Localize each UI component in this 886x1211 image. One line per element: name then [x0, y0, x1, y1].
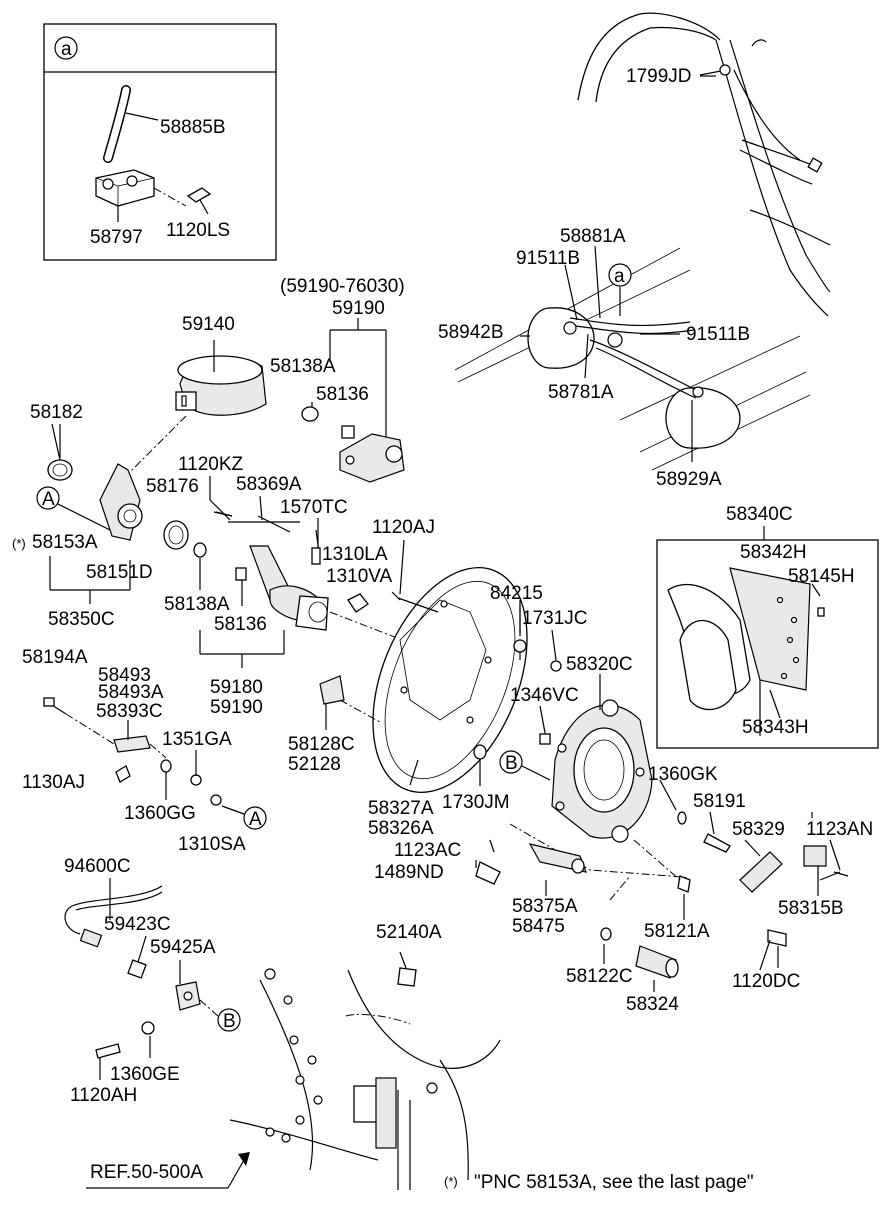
label-1346VC[interactable]: 1346VC	[510, 685, 579, 706]
label-94600C[interactable]: 94600C	[64, 856, 131, 877]
label-59190-76030[interactable]: (59190-76030)	[280, 276, 405, 297]
label-1310SA[interactable]: 1310SA	[178, 834, 246, 855]
label-58881A[interactable]: 58881A	[560, 226, 626, 247]
slack-adjuster: A	[36, 424, 189, 604]
label-58885B[interactable]: 58885B	[160, 117, 226, 138]
label-58138A-top[interactable]: 58138A	[270, 356, 336, 377]
label-58191[interactable]: 58191	[693, 791, 746, 812]
callout-B-lower: B	[223, 1011, 236, 1032]
label-58493A[interactable]: 58493A	[98, 682, 164, 703]
footnote-text: "PNC 58153A, see the last page"	[474, 1172, 754, 1193]
callout-B-mid: B	[505, 753, 518, 774]
label-1360GK[interactable]: 1360GK	[648, 764, 718, 785]
dust-shield	[319, 567, 528, 793]
label-58138A-mid[interactable]: 58138A	[164, 594, 230, 615]
label-1360GG[interactable]: 1360GG	[124, 803, 196, 824]
label-58326A[interactable]: 58326A	[368, 818, 434, 839]
label-58194A[interactable]: 58194A	[22, 647, 88, 668]
star-marker: (*)	[12, 536, 26, 551]
label-58493[interactable]: 58493	[98, 665, 151, 686]
label-58315B[interactable]: 58315B	[778, 898, 844, 919]
brake-spider: B	[391, 591, 687, 843]
label-84215[interactable]: 84215	[490, 583, 543, 604]
label-59180[interactable]: 59180	[210, 677, 263, 698]
part-labels: 58885B 58797 1120LS 1799JD 58881A 91511B…	[12, 66, 873, 1193]
ref-label[interactable]: REF.50-500A	[90, 1162, 203, 1183]
abs-sensor: B	[64, 885, 241, 1080]
lower-hardware	[475, 823, 849, 979]
label-58122C[interactable]: 58122C	[566, 966, 633, 987]
label-58475[interactable]: 58475	[512, 916, 565, 937]
cam-bracket	[193, 318, 481, 671]
label-58153A[interactable]: 58153A	[32, 532, 98, 553]
label-1360GE[interactable]: 1360GE	[110, 1064, 180, 1085]
label-59140[interactable]: 59140	[182, 314, 235, 335]
label-58128C[interactable]: 58128C	[288, 734, 355, 755]
label-58324[interactable]: 58324	[626, 994, 679, 1015]
label-58350C[interactable]: 58350C	[48, 609, 115, 630]
label-1310LA[interactable]: 1310LA	[322, 544, 388, 565]
axle-housing	[229, 951, 501, 1190]
inset-detail-a: a	[43, 23, 277, 261]
inset-callout-a: a	[61, 39, 72, 60]
label-58176[interactable]: 58176	[146, 476, 199, 497]
leader-lines	[51, 75, 841, 992]
label-1310VA[interactable]: 1310VA	[326, 566, 393, 587]
label-58320C[interactable]: 58320C	[566, 654, 633, 675]
label-58136-mid[interactable]: 58136	[214, 614, 267, 635]
label-1120AH[interactable]: 1120AH	[70, 1085, 137, 1106]
label-58151D[interactable]: 58151D	[86, 562, 153, 583]
label-91511B-b[interactable]: 91511B	[686, 324, 750, 345]
label-1489ND[interactable]: 1489ND	[374, 862, 444, 883]
label-58393C[interactable]: 58393C	[96, 701, 163, 722]
label-1351GA[interactable]: 1351GA	[162, 729, 232, 750]
label-1120KZ[interactable]: 1120KZ	[178, 454, 244, 475]
label-58327A[interactable]: 58327A	[368, 798, 434, 819]
label-52140A[interactable]: 52140A	[376, 922, 442, 943]
label-1120LS[interactable]: 1120LS	[166, 220, 230, 241]
label-59423C[interactable]: 59423C	[104, 914, 171, 935]
label-58942B[interactable]: 58942B	[438, 322, 504, 343]
label-91511B-a[interactable]: 91511B	[516, 248, 580, 269]
label-1120DC[interactable]: 1120DC	[732, 971, 800, 992]
callout-A-left: A	[42, 489, 55, 510]
label-58136-top[interactable]: 58136	[316, 384, 369, 405]
label-58145H[interactable]: 58145H	[788, 566, 855, 587]
label-58375A[interactable]: 58375A	[512, 896, 578, 917]
label-59190-top[interactable]: 59190	[332, 298, 385, 319]
label-59425A[interactable]: 59425A	[150, 937, 216, 958]
label-58369A[interactable]: 58369A	[236, 474, 302, 495]
label-1123AC[interactable]: 1123AC	[394, 840, 461, 861]
label-58929A[interactable]: 58929A	[656, 469, 722, 490]
label-58329[interactable]: 58329	[732, 819, 785, 840]
label-1799JD[interactable]: 1799JD	[626, 66, 692, 87]
brake-chamber-area: a	[454, 245, 811, 471]
lower-left-parts: A	[43, 697, 267, 830]
ref-arrow	[86, 1152, 250, 1189]
label-58182[interactable]: 58182	[30, 402, 83, 423]
label-1730JM[interactable]: 1730JM	[442, 792, 510, 813]
label-1130AJ[interactable]: 1130AJ	[22, 772, 85, 793]
footnote-star: (*)	[444, 1174, 458, 1189]
label-58340C[interactable]: 58340C	[726, 504, 793, 525]
label-52128[interactable]: 52128	[288, 754, 341, 775]
label-58781A[interactable]: 58781A	[548, 382, 614, 403]
label-58121A[interactable]: 58121A	[644, 921, 710, 942]
label-1731JC[interactable]: 1731JC	[522, 608, 588, 629]
label-59190-mid[interactable]: 59190	[210, 697, 263, 718]
chamber-59140	[129, 340, 267, 473]
air-hose-assembly	[577, 12, 831, 317]
label-1570TC[interactable]: 1570TC	[280, 497, 348, 518]
label-58342H[interactable]: 58342H	[740, 542, 807, 563]
label-58343H[interactable]: 58343H	[742, 717, 809, 738]
label-1120AJ[interactable]: 1120AJ	[372, 517, 435, 538]
label-1123AN[interactable]: 1123AN	[806, 819, 873, 840]
callout-a-mid: a	[614, 266, 625, 287]
brake-shoe-inset	[656, 526, 879, 749]
label-58797[interactable]: 58797	[90, 227, 143, 248]
callout-A-lower: A	[249, 809, 262, 830]
